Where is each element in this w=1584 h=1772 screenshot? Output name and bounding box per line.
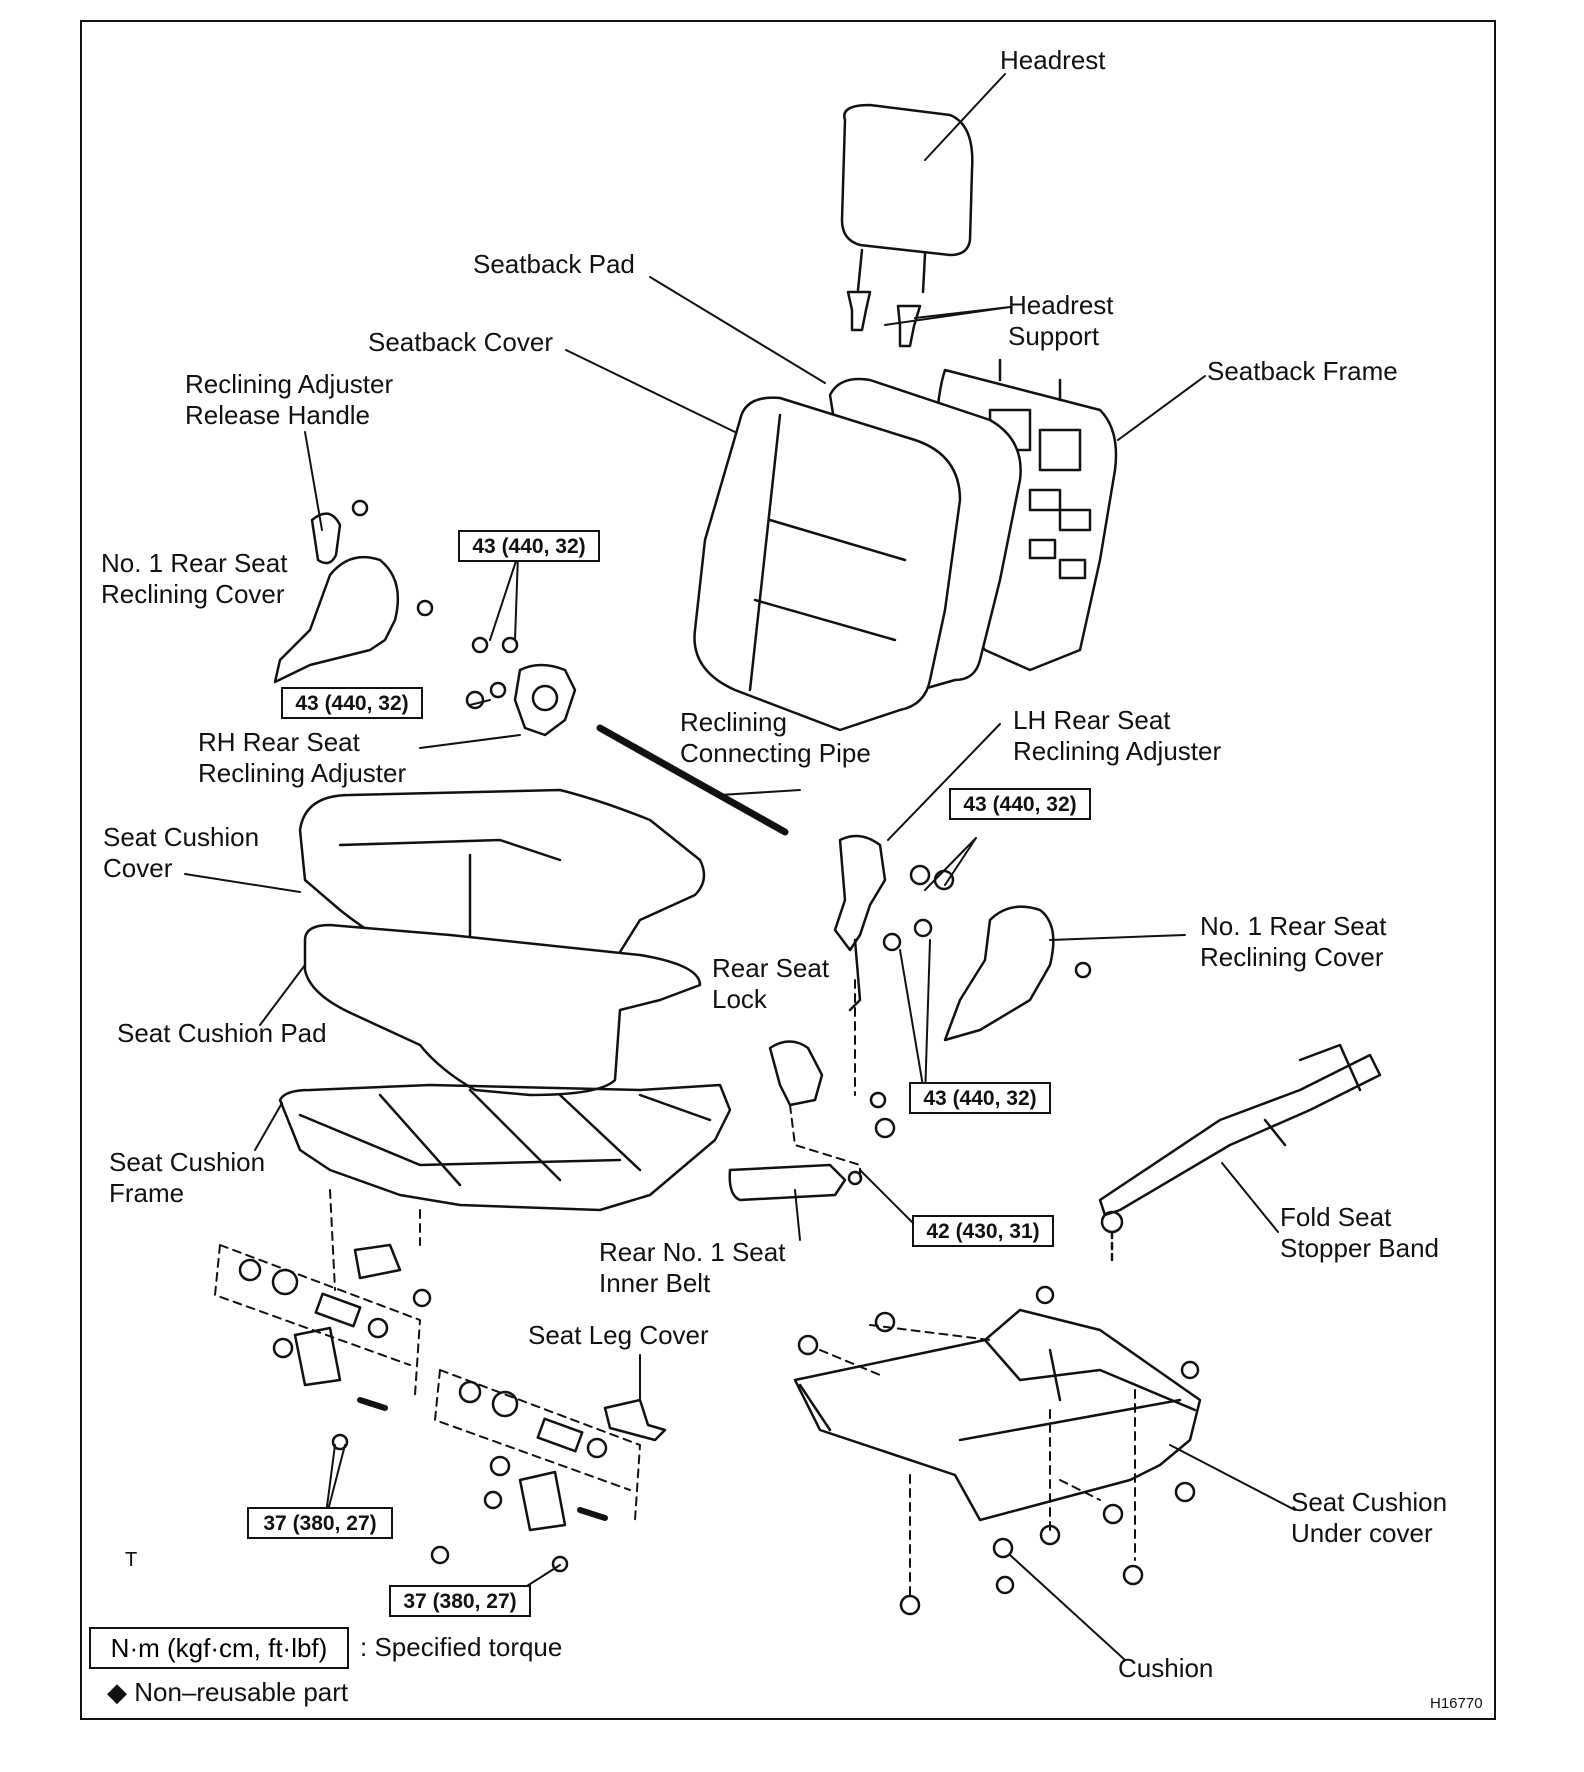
seatback-cover-part [693, 396, 962, 732]
label-seatback-cover: Seatback Cover [368, 327, 553, 357]
label-no1-cover-left: No. 1 Rear Seat Reclining Cover [101, 548, 288, 609]
headrest-supports-part [846, 290, 922, 348]
label-cushion-cover: Seat Cushion Cover [103, 822, 260, 883]
headrest-part [840, 103, 974, 294]
torque-box: 43 (440, 32) [909, 1082, 1051, 1114]
figure-code: H16770 [1430, 1695, 1483, 1712]
hinge-dashed-groups [214, 1189, 641, 1521]
legend-nonreusable: ◆ Non–reusable part [107, 1677, 349, 1707]
no1-cover-left-part [273, 555, 434, 684]
label-release-handle: Reclining Adjuster Release Handle [185, 369, 394, 430]
seat-cushion-pad-part [303, 923, 702, 1097]
torque-box: 37 (380, 27) [247, 1507, 393, 1539]
label-leg-cover: Seat Leg Cover [528, 1320, 709, 1350]
rear-seat-lock-part [768, 979, 896, 1181]
label-lh-adjuster: LH Rear Seat Reclining Adjuster [1013, 705, 1222, 766]
seat-cushion-frame-part [278, 1083, 732, 1212]
diagram-frame [80, 20, 1496, 1720]
screw-icons [430, 1285, 1200, 1616]
label-seatback-frame: Seatback Frame [1207, 356, 1398, 386]
label-no1-cover-right: No. 1 Rear Seat Reclining Cover [1200, 911, 1387, 972]
label-headrest: Headrest [1000, 45, 1106, 75]
torque-box: 37 (380, 27) [389, 1585, 531, 1617]
label-cushion-pad: Seat Cushion Pad [117, 1018, 327, 1048]
lh-adjuster-part [833, 834, 955, 1012]
under-cover-screws [819, 1324, 1136, 1601]
under-cover-part [793, 1308, 1202, 1522]
stopper-band-part [1098, 1043, 1382, 1262]
seat-leg-cover-part [353, 1243, 667, 1442]
label-headrest-support: Headrest Support [1008, 290, 1114, 351]
torque-box: 43 (440, 32) [458, 530, 600, 562]
hinge-brackets-part [238, 1258, 608, 1573]
label-under-cover: Seat Cushion Under cover [1291, 1487, 1448, 1548]
torque-box: 43 (440, 32) [281, 687, 423, 719]
rh-adjuster-part [465, 636, 577, 737]
label-inner-belt: Rear No. 1 Seat Inner Belt [599, 1237, 786, 1298]
label-rh-adjuster: RH Rear Seat Reclining Adjuster [198, 727, 407, 788]
connecting-pipe-part [596, 724, 789, 836]
label-t-mark: T [125, 1549, 138, 1571]
label-seatback-pad: Seatback Pad [473, 249, 635, 279]
label-connecting-pipe: Reclining Connecting Pipe [680, 707, 871, 768]
inner-belt-part [728, 1163, 863, 1202]
label-cushion-frame: Seat Cushion Frame [109, 1147, 266, 1208]
label-stopper-band: Fold Seat Stopper Band [1280, 1202, 1440, 1263]
no1-cover-right-part [943, 905, 1092, 1042]
label-cushion: Cushion [1118, 1653, 1214, 1683]
legend-unit-box: N·m (kgf·cm, ft·lbf) [89, 1627, 349, 1669]
legend-unit-desc: : Specified torque [360, 1632, 563, 1662]
torque-box: 43 (440, 32) [949, 788, 1091, 820]
release-handle-part [310, 499, 369, 565]
label-rear-seat-lock: Rear Seat Lock [712, 953, 830, 1014]
torque-box: 42 (430, 31) [912, 1215, 1054, 1247]
